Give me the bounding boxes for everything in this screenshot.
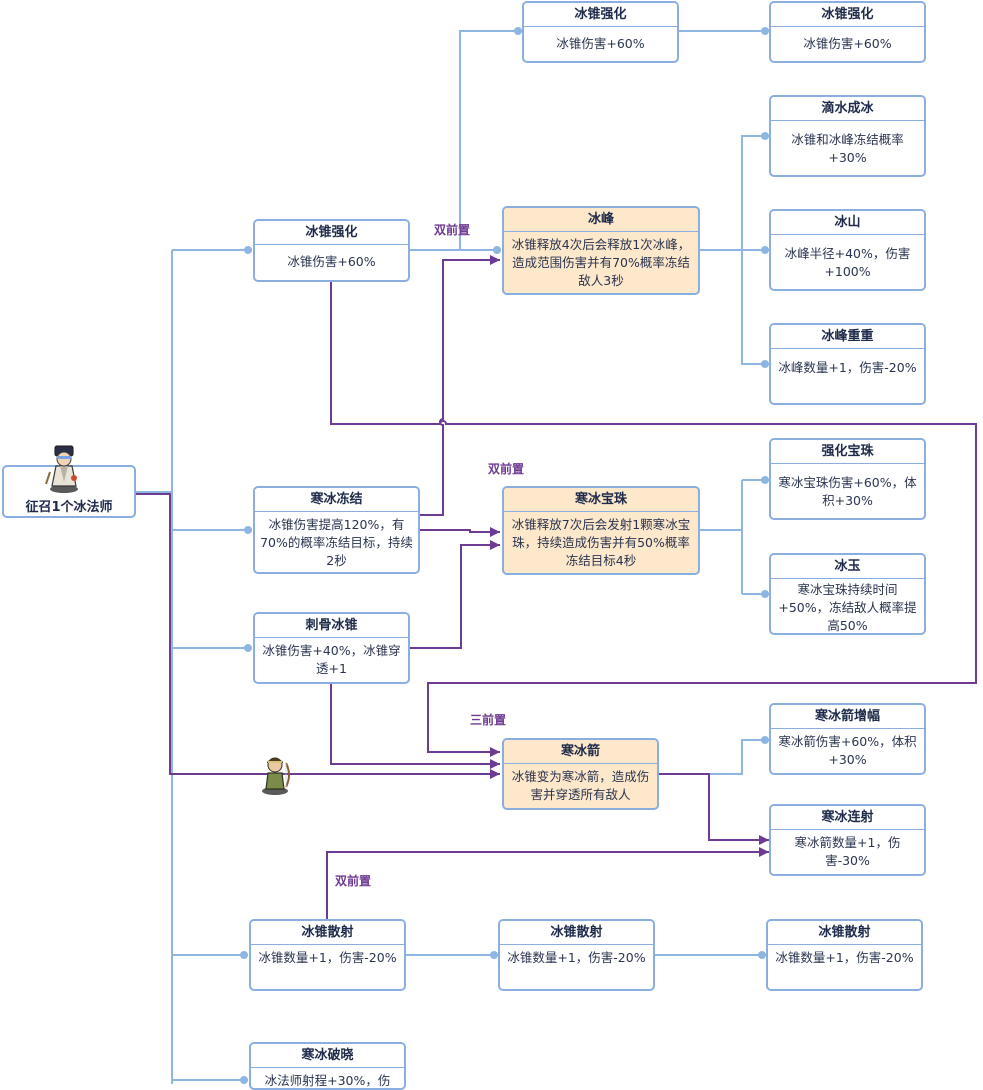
node-desc: 冰锥数量+1，伤害-20% (775, 950, 914, 965)
node-title: 寒冰破晓 (251, 1044, 404, 1068)
node-ice-jade[interactable]: 冰玉 寒冰宝珠持续时间+50%，冻结敌人概率提高50% (769, 553, 926, 635)
node-title: 冰锥强化 (771, 3, 924, 27)
node-title: 冰峰 (504, 208, 698, 232)
node-title: 寒冰冻结 (255, 488, 418, 512)
node-desc: 冰锥伤害+60% (556, 36, 645, 51)
node-desc: 冰峰半径+40%，伤害+100% (784, 246, 911, 279)
node-desc: 冰法师射程+30%，伤 (264, 1073, 391, 1088)
node-desc: 冰锥数量+1，伤害-20% (507, 950, 646, 965)
node-title: 寒冰宝珠 (504, 488, 698, 512)
node-desc: 寒冰箭伤害+60%，体积+30% (778, 734, 917, 767)
node-title: 强化宝珠 (771, 440, 924, 464)
node-orb-boost[interactable]: 强化宝珠 寒冰宝珠伤害+60%，体积+30% (769, 438, 926, 520)
label-double-prereq: 双前置 (335, 874, 372, 888)
node-desc: 冰锥伤害提高120%，有70%的概率冻结目标，持续2秒 (260, 517, 413, 568)
node-piercing-cone[interactable]: 刺骨冰锥 冰锥伤害+40%，冰锥穿透+1 (253, 612, 410, 684)
label-double-prereq: 双前置 (488, 462, 525, 476)
label-double-prereq: 双前置 (434, 223, 471, 237)
node-frost-dawn[interactable]: 寒冰破晓 冰法师射程+30%，伤 (249, 1042, 406, 1090)
node-title: 刺骨冰锥 (255, 614, 408, 638)
ice-mage-icon (45, 445, 78, 493)
node-arrow-boost[interactable]: 寒冰箭增幅 寒冰箭伤害+60%，体积+30% (769, 703, 926, 775)
label-triple-prereq: 三前置 (470, 713, 507, 727)
node-title: 冰峰重重 (771, 325, 924, 349)
node-title: 冰锥强化 (524, 3, 677, 27)
node-desc: 冰锥伤害+60% (803, 36, 892, 51)
node-ice-cone-boost-3[interactable]: 冰锥强化 冰锥伤害+60% (769, 1, 926, 63)
node-title: 冰山 (771, 211, 924, 235)
node-title: 寒冰连射 (771, 806, 924, 830)
node-desc: 冰锥数量+1，伤害-20% (258, 950, 397, 965)
node-ice-peak[interactable]: 冰峰 冰锥释放4次后会释放1次冰峰，造成范围伤害并有70%概率冻结敌人3秒 (502, 206, 700, 295)
node-title: 滴水成冰 (771, 97, 924, 121)
node-ice-cone-boost-2[interactable]: 冰锥强化 冰锥伤害+60% (522, 1, 679, 63)
node-desc: 冰锥伤害+60% (287, 254, 376, 269)
node-iceberg[interactable]: 冰山 冰峰半径+40%，伤害+100% (769, 209, 926, 291)
node-title: 寒冰箭增幅 (771, 705, 924, 729)
node-desc: 寒冰宝珠伤害+60%，体积+30% (778, 475, 917, 508)
node-frost-freeze[interactable]: 寒冰冻结 冰锥伤害提高120%，有70%的概率冻结目标，持续2秒 (253, 486, 420, 574)
node-peak-multiplier[interactable]: 冰峰重重 冰峰数量+1，伤害-20% (769, 323, 926, 405)
node-drip-to-ice[interactable]: 滴水成冰 冰锥和冰峰冻结概率+30% (769, 95, 926, 177)
node-title: 冰玉 (771, 555, 924, 579)
node-frost-orb[interactable]: 寒冰宝珠 冰锥释放7次后会发射1颗寒冰宝珠，持续造成伤害并有50%概率冻结目标4… (502, 486, 700, 575)
node-desc: 冰锥伤害+40%，冰锥穿透+1 (262, 643, 401, 676)
node-title: 冰锥强化 (255, 221, 408, 245)
node-title: 冰锥散射 (768, 921, 921, 945)
node-ice-cone-boost-1[interactable]: 冰锥强化 冰锥伤害+60% (253, 219, 410, 282)
node-title: 冰锥散射 (251, 921, 404, 945)
node-desc: 冰锥和冰峰冻结概率+30% (791, 132, 904, 165)
node-title: 寒冰箭 (504, 740, 657, 764)
node-desc: 寒冰宝珠持续时间+50%，冻结敌人概率提高50% (778, 582, 917, 633)
node-desc: 冰峰数量+1，伤害-20% (778, 360, 917, 375)
node-cone-scatter-3[interactable]: 冰锥散射 冰锥数量+1，伤害-20% (766, 919, 923, 991)
archer-icon (262, 757, 290, 795)
node-arrow-multishot[interactable]: 寒冰连射 寒冰箭数量+1，伤害-30% (769, 804, 926, 876)
node-frost-arrow[interactable]: 寒冰箭 冰锥变为寒冰箭，造成伤害并穿透所有敌人 (502, 738, 659, 810)
node-desc: 冰锥变为寒冰箭，造成伤害并穿透所有敌人 (511, 769, 650, 802)
node-desc: 冰锥释放7次后会发射1颗寒冰宝珠，持续造成伤害并有50%概率冻结目标4秒 (511, 517, 691, 568)
node-desc: 冰锥释放4次后会释放1次冰峰，造成范围伤害并有70%概率冻结敌人3秒 (511, 237, 691, 288)
node-cone-scatter-2[interactable]: 冰锥散射 冰锥数量+1，伤害-20% (498, 919, 655, 991)
node-cone-scatter-1[interactable]: 冰锥散射 冰锥数量+1，伤害-20% (249, 919, 406, 991)
node-title: 冰锥散射 (500, 921, 653, 945)
root-title: 征召1个冰法师 (25, 500, 113, 515)
node-desc: 寒冰箭数量+1，伤害-30% (794, 835, 901, 868)
